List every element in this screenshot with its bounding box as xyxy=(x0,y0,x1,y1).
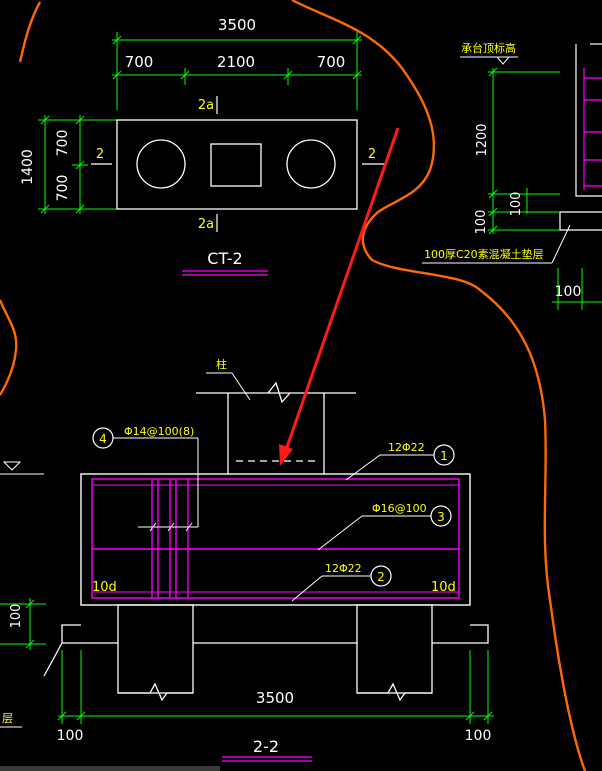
pile-left xyxy=(117,604,194,694)
bottom-strip xyxy=(0,766,220,771)
plan-section-marks xyxy=(91,96,384,232)
left-edge-fragments: 100 层 xyxy=(0,461,46,728)
section-dim-left-pad: 100 xyxy=(57,728,84,744)
callout-2: 2 12Φ22 xyxy=(291,562,392,602)
detail-dim-small: 100 xyxy=(509,192,524,217)
svg-text:2: 2 xyxy=(377,570,385,584)
left-dim-side: 100 xyxy=(9,604,24,629)
svg-text:12Φ22: 12Φ22 xyxy=(325,562,362,575)
plan-mark-left: 2 xyxy=(96,147,104,162)
section-bottom xyxy=(43,604,489,702)
section-rebar-cage xyxy=(91,478,460,599)
svg-text:1: 1 xyxy=(440,449,448,463)
section-dim-right-pad: 100 xyxy=(465,728,492,744)
column-label: 柱 xyxy=(216,357,227,371)
plan-pile-right xyxy=(286,139,336,189)
section-view: 柱 10d 10d 4 Φ14@100(8) xyxy=(43,357,494,762)
callout-4: 4 Φ14@100(8) xyxy=(92,425,199,532)
plan-view: 3500 700 2100 700 1400 700 700 xyxy=(20,16,384,276)
detail-top-label: 承台顶标高 xyxy=(461,41,516,55)
anchorage-left: 10d xyxy=(92,580,117,595)
section-title: 2-2 xyxy=(253,737,279,756)
left-edge-label: 层 xyxy=(2,712,13,725)
red-pointer-arrow xyxy=(279,127,400,466)
detail-partial-cap xyxy=(559,43,602,231)
plan-dim-middle: 2100 xyxy=(217,53,255,71)
section-cap-outline xyxy=(80,473,471,606)
section-column xyxy=(196,381,356,474)
detail-pad-note: 100厚C20素混凝土垫层 xyxy=(424,247,544,261)
detail-dim-pad: 100 xyxy=(555,284,582,300)
plan-column xyxy=(210,143,262,187)
svg-text:Φ16@100: Φ16@100 xyxy=(372,502,427,515)
plan-mark-right: 2 xyxy=(368,147,376,162)
plan-pile-left xyxy=(136,139,186,189)
detail-dim-bottom: 100 xyxy=(474,210,489,235)
anchorage-right: 10d xyxy=(431,580,456,595)
detail-elevation-marker xyxy=(495,56,511,65)
callout-1: 1 12Φ22 xyxy=(345,441,455,481)
plan-top-dimensions xyxy=(112,32,362,110)
plan-mark-bottom: 2a xyxy=(198,217,214,232)
plan-cap-outline xyxy=(116,119,358,210)
boundary-curve-top-left xyxy=(18,1,42,63)
svg-text:4: 4 xyxy=(99,432,107,446)
plan-dim-right: 700 xyxy=(317,53,346,71)
section-dim-total: 3500 xyxy=(256,689,294,707)
pile-right xyxy=(356,604,433,694)
plan-dim-left: 700 xyxy=(125,53,154,71)
svg-text:Φ14@100(8): Φ14@100(8) xyxy=(124,425,194,438)
svg-text:3: 3 xyxy=(437,510,445,524)
right-detail: 承台顶标高 1200 100 100 100 xyxy=(422,41,602,310)
section-stirrups xyxy=(151,479,189,598)
plan-mark-top: 2a xyxy=(198,98,214,113)
boundary-curves xyxy=(0,0,587,771)
section-bottom-dimensions xyxy=(57,650,494,724)
plan-title: CT-2 xyxy=(207,249,242,268)
detail-dimensions xyxy=(488,67,602,310)
boundary-curve-main xyxy=(291,0,587,771)
detail-pad-note-leader-2 xyxy=(551,224,571,264)
boundary-curve-left xyxy=(0,299,18,396)
plan-dim-total: 3500 xyxy=(218,16,256,34)
callout-3: 3 Φ16@100 xyxy=(317,502,452,551)
plan-dim-upper: 700 xyxy=(55,130,71,157)
plan-left-dimensions xyxy=(38,115,122,214)
plan-dim-height: 1400 xyxy=(20,149,36,185)
detail-dim-height: 1200 xyxy=(475,123,490,156)
plan-dim-lower: 700 xyxy=(55,175,71,202)
svg-text:12Φ22: 12Φ22 xyxy=(388,441,425,454)
